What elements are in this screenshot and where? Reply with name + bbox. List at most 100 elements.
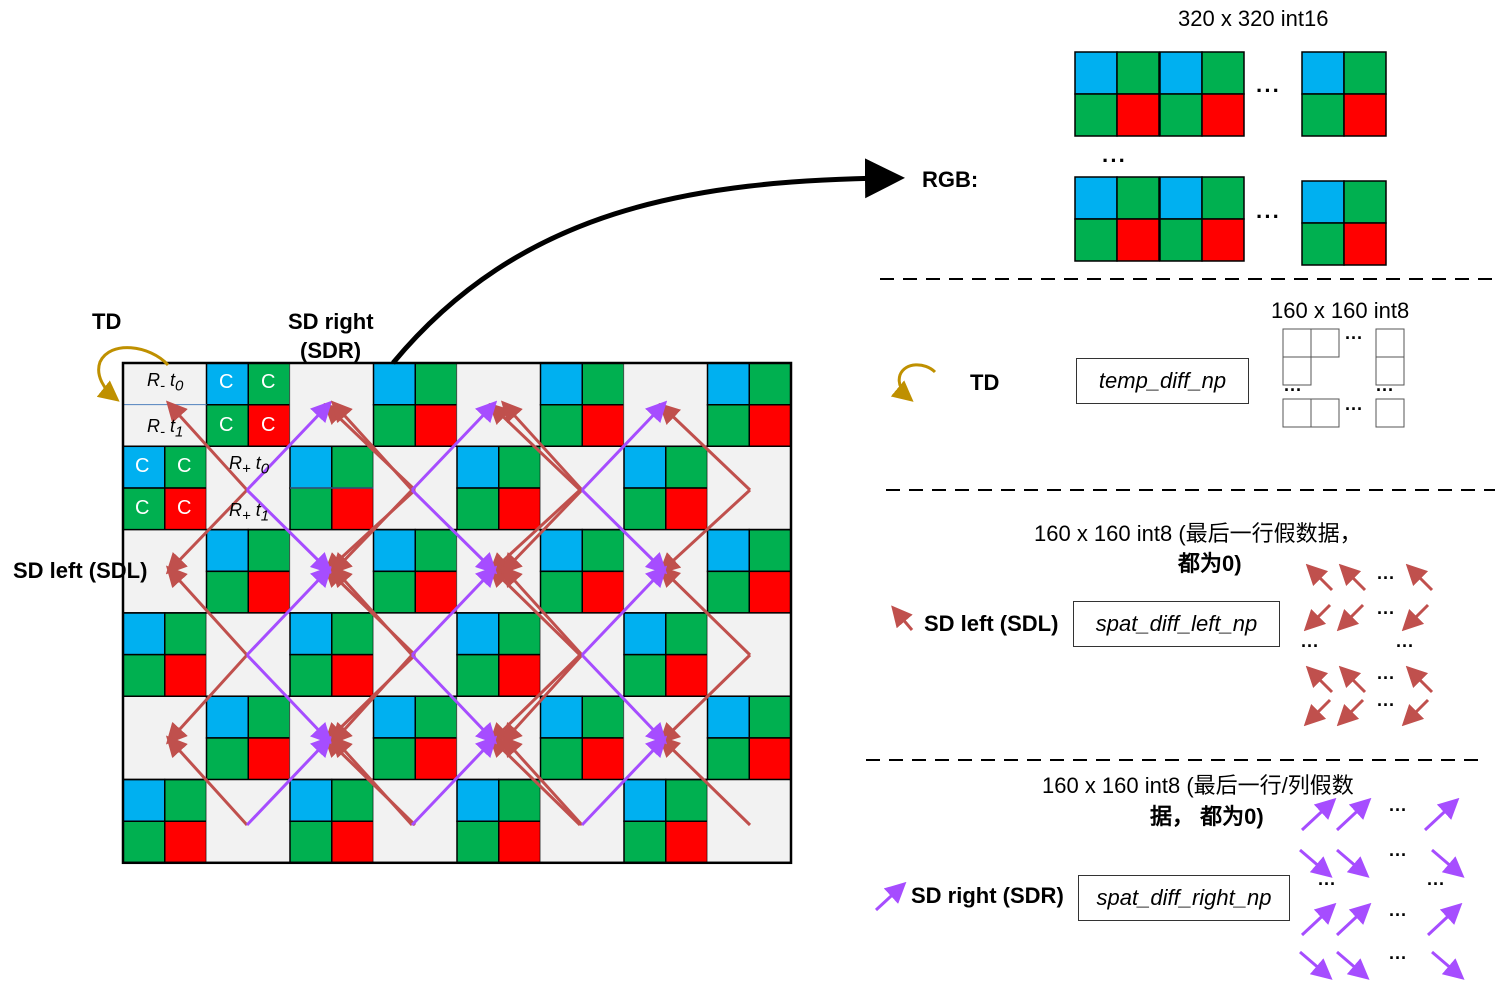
sdl-mini-arrow — [1336, 698, 1365, 727]
bayer-green-cell — [1343, 180, 1387, 224]
bayer-blue-cell — [623, 778, 667, 822]
bayer-tile — [623, 778, 709, 864]
bayer-red-cell — [748, 737, 792, 781]
sdl-arrow — [500, 653, 584, 745]
sdl-arrow — [500, 400, 584, 492]
bayer-green-cell — [1116, 176, 1160, 220]
sdr-arrow — [580, 400, 668, 492]
rgb-tile — [1301, 51, 1387, 137]
c-label: C — [177, 497, 192, 519]
sdr-arrow — [580, 735, 668, 827]
bayer-green-cell — [498, 778, 542, 822]
sdr-mini-arrow — [1423, 797, 1460, 832]
bayer-blue-cell — [706, 528, 750, 573]
bayer-tile — [623, 445, 709, 531]
r-minus-t0: R- t0 — [147, 370, 184, 395]
sdl-arrow — [165, 735, 249, 827]
bayer-blue-cell — [122, 778, 166, 822]
td-cell — [1375, 328, 1405, 358]
bayer-blue-cell — [706, 695, 750, 739]
bayer-red-cell — [331, 487, 375, 531]
bayer-green-cell — [706, 737, 750, 781]
bayer-blue-cell — [539, 695, 583, 739]
sdl-dots: ··· — [1377, 668, 1395, 688]
bayer-red-cell — [1343, 222, 1387, 266]
td-cell — [1375, 398, 1405, 428]
diff-cell — [456, 362, 541, 447]
sdl-arrow — [658, 488, 752, 575]
sdl-arrow — [658, 565, 752, 657]
sdr-mini-arrow — [1300, 797, 1337, 832]
bayer-blue-cell — [539, 528, 583, 573]
sdr-dots: ··· — [1389, 845, 1407, 865]
bayer-green-cell — [414, 528, 458, 573]
td-cell — [1310, 328, 1340, 358]
sdr-arrow — [580, 488, 668, 575]
bayer-red-cell — [247, 570, 291, 614]
bayer-blue-cell — [1301, 180, 1345, 224]
bayer-green-cell — [414, 362, 458, 406]
bayer-blue-cell — [205, 695, 249, 739]
rgb-tile — [1074, 176, 1160, 262]
bayer-green-cell — [539, 570, 583, 614]
sdl-arrow — [658, 735, 752, 827]
sdr-arrow — [245, 400, 333, 492]
sdr-dots: ··· — [1389, 800, 1407, 820]
bayer-green-cell — [623, 820, 667, 864]
bayer-blue-cell — [706, 362, 750, 406]
sdl-dots: ··· — [1377, 568, 1395, 588]
diff-cell — [707, 779, 792, 864]
bayer-green-cell — [706, 404, 750, 448]
sdl-mini-arrow — [1405, 665, 1434, 694]
bayer-green-cell — [414, 695, 458, 739]
sdr-arrow — [580, 565, 668, 657]
bayer-tile — [289, 778, 375, 864]
bayer-blue-cell — [456, 445, 500, 489]
bayer-tile — [623, 612, 709, 698]
bayer-blue-cell — [539, 362, 583, 406]
bayer-red-cell — [498, 653, 542, 698]
bayer-red-cell — [1116, 218, 1160, 262]
bayer-green-cell — [1116, 51, 1160, 95]
bayer-green-cell — [247, 528, 291, 573]
td-legend-curl — [890, 363, 937, 402]
bayer-green-cell — [623, 653, 667, 698]
sdr-mini-arrow — [1336, 848, 1370, 878]
diff-cell — [456, 529, 541, 614]
bayer-tile — [539, 362, 625, 448]
bayer-green-cell — [122, 653, 166, 698]
sdl-arrow — [330, 400, 414, 492]
bayer-green-cell — [372, 570, 416, 614]
sdr-mini-arrow — [1336, 950, 1370, 980]
sdr-arrow — [410, 565, 498, 657]
sdr-title-1: 160 x 160 int8 (最后一行/列假数 — [1042, 773, 1354, 798]
spat-diff-left-box: spat_diff_left_np — [1073, 601, 1280, 647]
rgb-label: RGB: — [922, 167, 979, 192]
bayer-green-cell — [665, 445, 709, 489]
sdr-mini-arrow — [1426, 902, 1463, 937]
bayer-green-cell — [748, 695, 792, 739]
sdl-legend-label: SD left (SDL) — [924, 611, 1059, 636]
bayer-red-cell — [665, 487, 709, 531]
td-legend-label: TD — [970, 370, 1000, 395]
bayer-tile — [539, 695, 625, 781]
rgb-tile — [1301, 180, 1387, 266]
bayer-green-cell — [247, 695, 291, 739]
rgb-tile — [1074, 51, 1160, 137]
temp-diff-box: temp_diff_np — [1076, 358, 1249, 404]
bayer-green-cell — [456, 653, 500, 698]
sdl-arrow — [165, 488, 249, 575]
sdr-legend-label: SD right (SDR) — [911, 883, 1064, 908]
bayer-grid — [121, 361, 793, 865]
bayer-green-cell — [581, 695, 625, 739]
bayer-red-cell — [247, 737, 291, 781]
spat-diff-right-box: spat_diff_right_np — [1078, 875, 1290, 921]
bayer-red-cell — [581, 570, 625, 614]
bayer-blue-cell — [372, 695, 416, 739]
bayer-red-cell — [1116, 93, 1160, 137]
sdr-mini-arrow — [1299, 950, 1333, 980]
sdl-mini-arrow — [1405, 563, 1434, 592]
sdr-arrow — [410, 488, 498, 575]
c-label: C — [219, 371, 234, 393]
